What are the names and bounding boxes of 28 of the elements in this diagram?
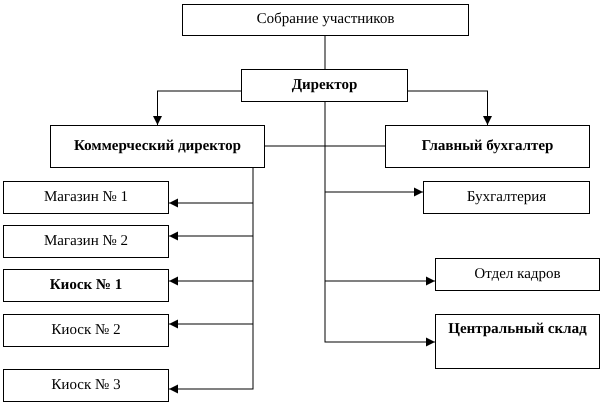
org-unit-box [423, 181, 590, 214]
unit-name: Центральный склад [448, 321, 587, 338]
org-unit-box [385, 125, 590, 168]
org-unit-box [3, 181, 169, 214]
connector-line [324, 36, 326, 70]
unit-name: Директор [292, 76, 358, 94]
arrow [153, 90, 242, 126]
arrow [168, 168, 254, 394]
unit-name: Магазин № 1 [44, 188, 128, 206]
unit-name: Киоск № 1 [50, 276, 122, 294]
org-unit-box [50, 125, 265, 168]
org-unit-box [3, 269, 169, 302]
unit-name: Собрание участников [256, 11, 394, 29]
org-unit-box [435, 314, 600, 369]
unit-name: Киоск № 3 [51, 376, 121, 394]
unit-name: Бухгалтерия [466, 188, 546, 206]
org-unit-box [182, 4, 469, 36]
unit-name: Отдел кадров [474, 266, 561, 284]
org-unit-box [3, 314, 169, 347]
unit-name: Магазин № 2 [44, 232, 128, 250]
org-unit-box [435, 258, 600, 291]
arrow [408, 90, 492, 126]
org-unit-box [3, 369, 169, 402]
org-unit-box [241, 69, 408, 102]
unit-name: Киоск № 2 [51, 322, 121, 340]
unit-name: Коммерческий директор [74, 138, 241, 156]
org-unit-box [3, 225, 169, 258]
unit-name: Главный бухгалтер [422, 138, 554, 156]
